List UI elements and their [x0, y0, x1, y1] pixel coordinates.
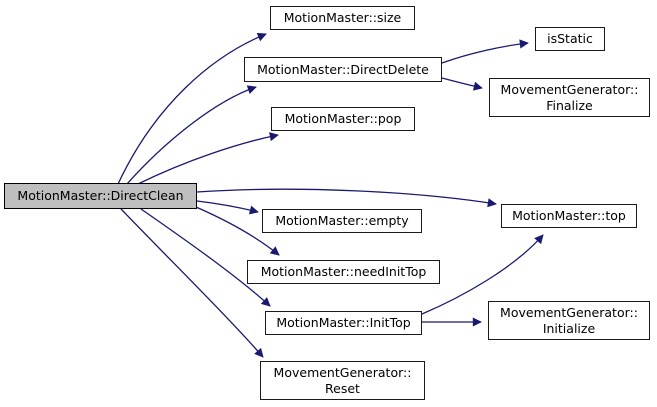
node-movementgenerator-initialize[interactable]: MovementGenerator:: Initialize [488, 301, 650, 340]
edge-directclean-top [196, 188, 497, 208]
node-movementgenerator-finalize[interactable]: MovementGenerator:: Finalize [489, 78, 650, 117]
node-isstatic[interactable]: isStatic [535, 27, 605, 51]
edge-directclean-directdelete [126, 85, 257, 185]
node-motionmaster-needinittop[interactable]: MotionMaster::needInitTop [247, 260, 440, 284]
edge-directclean-size [117, 32, 267, 185]
edge-directclean-needinittop [195, 206, 280, 256]
node-motionmaster-pop[interactable]: MotionMaster::pop [271, 107, 415, 131]
edge-directclean-empty [196, 200, 259, 215]
node-movementgenerator-reset[interactable]: MovementGenerator:: Reset [260, 361, 425, 400]
edge-directclean-inittop [140, 208, 271, 307]
edge-directdelete-finalize [441, 77, 483, 91]
node-motionmaster-top[interactable]: MotionMaster::top [501, 204, 637, 228]
edge-directdelete-isstatic [441, 39, 529, 64]
node-motionmaster-directclean[interactable]: MotionMaster::DirectClean [4, 183, 197, 209]
node-motionmaster-empty[interactable]: MotionMaster::empty [262, 209, 422, 233]
edge-inittop-top [421, 234, 544, 315]
edge-directclean-pop [137, 132, 279, 185]
node-motionmaster-directdelete[interactable]: MotionMaster::DirectDelete [244, 57, 442, 82]
node-motionmaster-inittop[interactable]: MotionMaster::InitTop [265, 311, 422, 335]
node-motionmaster-size[interactable]: MotionMaster::size [270, 6, 415, 30]
edge-directclean-reset [120, 208, 264, 358]
